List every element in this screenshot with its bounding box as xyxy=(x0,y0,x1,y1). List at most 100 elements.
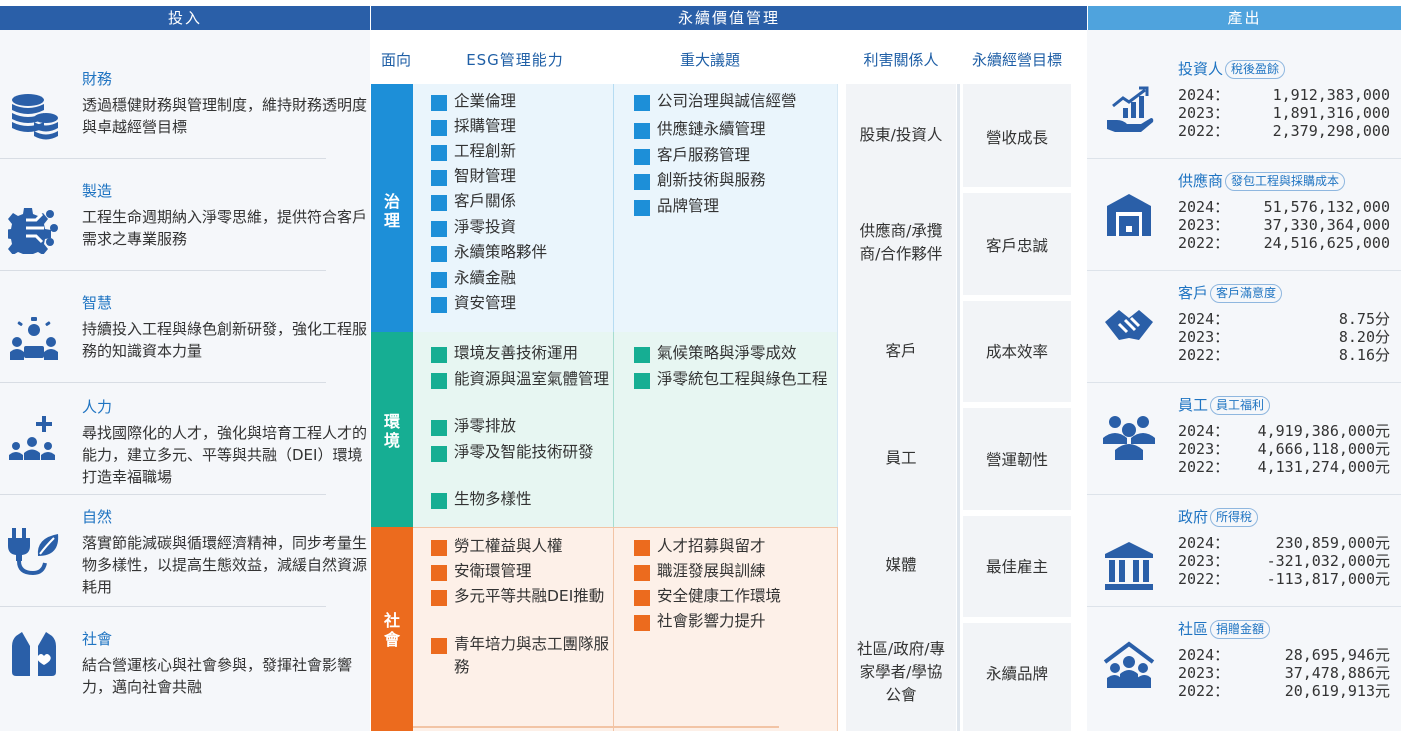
goal-cost-efficiency: 成本效率 xyxy=(985,343,1048,361)
output-title: 員工員工福利 xyxy=(1178,394,1271,415)
output-row: 2024：4,919,386,000元 xyxy=(1178,422,1390,440)
material-issue-item: 創新技術與服務 xyxy=(634,169,834,192)
divider xyxy=(963,510,1071,516)
category-governance: 治理 xyxy=(371,84,413,332)
esg-item: 智財管理 xyxy=(431,165,611,188)
output-row: 2022：2,379,298,000 xyxy=(1178,122,1390,140)
output-row: 2023：8.20分 xyxy=(1178,328,1390,346)
input-title: 財務 xyxy=(82,70,113,88)
output-rows: 2024：28,695,946元 2023：37,478,886元 2022：2… xyxy=(1178,646,1390,700)
value: 37,478,886元 xyxy=(1284,664,1390,682)
output-title: 客戶客戶滿意度 xyxy=(1178,282,1283,303)
value: 230,859,000元 xyxy=(1275,534,1390,552)
input-desc: 透過穩健財務與管理制度，維持財務透明度與卓越經營目標 xyxy=(82,96,368,136)
year-label: 2022： xyxy=(1178,234,1230,252)
item-text: 永續策略夥伴 xyxy=(454,243,548,261)
divider xyxy=(1087,494,1401,495)
input-column xyxy=(0,30,370,731)
input-item-human: 人力 尋找國際化的人才，強化與培育工程人才的能力，建立多元、平等與共融（DEI）… xyxy=(0,390,370,502)
col-head-aspect: 面向 xyxy=(380,51,411,69)
item-text: 職涯發展與訓練 xyxy=(657,562,766,580)
item-text: 安衛環管理 xyxy=(454,562,532,580)
col-head-stakeholders: 利害關係人 xyxy=(863,51,939,69)
bullet-square-icon xyxy=(431,145,447,161)
plug-leaf-icon xyxy=(8,528,59,576)
bullet-square-icon xyxy=(431,95,447,111)
year-label: 2023： xyxy=(1178,552,1230,570)
output-rows: 2024：4,919,386,000元 2023：4,666,118,000元 … xyxy=(1178,422,1390,476)
goal-sustainable-brand: 永續品牌 xyxy=(985,665,1048,683)
output-rows: 2024：230,859,000元 2023：-321,032,000元 202… xyxy=(1178,534,1390,588)
value: 2,379,298,000 xyxy=(1272,122,1390,140)
output-title-text: 供應商 xyxy=(1178,172,1224,190)
esg-item: 永續策略夥伴 xyxy=(431,241,611,264)
output-header: 產出 xyxy=(1088,6,1401,30)
year-label: 2024： xyxy=(1178,198,1230,216)
category-label: 環境 xyxy=(371,412,413,450)
item-text: 能資源與溫室氣體管理 xyxy=(454,370,610,388)
value: 4,666,118,000元 xyxy=(1257,440,1390,458)
value: 37,330,364,000 xyxy=(1263,216,1390,234)
stakeholder-suppliers: 供應商/承攬商/合作夥伴 xyxy=(859,222,943,263)
divider xyxy=(957,84,960,731)
output-title: 社區捐贈金額 xyxy=(1178,618,1271,639)
item-text: 多元平等共融DEI推動 xyxy=(454,587,605,605)
bullet-square-icon xyxy=(634,615,650,631)
output-badge: 員工福利 xyxy=(1210,396,1271,415)
output-item-investors: 投資人稅後盈餘 2024：1,912,383,000 2023：1,891,31… xyxy=(1087,54,1401,166)
material-issue-item: 供應鏈永續管理 xyxy=(634,118,834,141)
output-title-text: 投資人 xyxy=(1178,60,1224,78)
year-label: 2024： xyxy=(1178,534,1230,552)
bullet-square-icon xyxy=(431,446,447,462)
output-item-customers: 客戶客戶滿意度 2024：8.75分 2023：8.20分 2022：8.16分 xyxy=(1087,278,1401,390)
value: 4,919,386,000元 xyxy=(1257,422,1390,440)
bullet-square-icon xyxy=(634,373,650,389)
esg-item: 採購管理 xyxy=(431,115,611,138)
stakeholder-media: 媒體 xyxy=(885,556,917,574)
output-row: 2022：-113,817,000元 xyxy=(1178,570,1390,588)
bullet-square-icon xyxy=(431,221,447,237)
goal-revenue-growth: 營收成長 xyxy=(985,129,1048,147)
output-title-text: 政府 xyxy=(1178,508,1209,526)
year-label: 2023： xyxy=(1178,104,1230,122)
item-text: 品牌管理 xyxy=(657,197,720,215)
bullet-square-icon xyxy=(634,174,650,190)
year-label: 2022： xyxy=(1178,346,1230,364)
value: 24,516,625,000 xyxy=(1263,234,1390,252)
year-label: 2022： xyxy=(1178,570,1230,588)
bullet-square-icon xyxy=(431,195,447,211)
item-text: 永續金融 xyxy=(454,269,517,287)
item-text: 智財管理 xyxy=(454,167,517,185)
item-text: 氣候策略與淨零成效 xyxy=(657,344,797,362)
divider xyxy=(963,187,1071,193)
esg-item: 淨零排放 xyxy=(431,415,611,438)
bullet-square-icon xyxy=(634,565,650,581)
divider xyxy=(963,295,1071,301)
output-row: 2024： 230,859,000元 xyxy=(1178,534,1390,552)
bullet-square-icon xyxy=(634,95,650,111)
category-label: 治理 xyxy=(371,192,413,230)
category-name: 治理 xyxy=(383,192,400,230)
col-head-goals: 永續經營目標 xyxy=(971,51,1062,69)
output-row: 2024：8.75分 xyxy=(1178,310,1390,328)
divider xyxy=(1087,606,1401,607)
divider xyxy=(1087,382,1401,383)
bullet-square-icon xyxy=(431,638,447,654)
bullet-square-icon xyxy=(431,493,447,509)
esg-item: 淨零及智能技術研發 xyxy=(431,441,611,464)
input-title: 製造 xyxy=(82,182,113,200)
input-item-manufacturing: 製造 工程生命週期納入淨零思維，提供符合客戶需求之專業服務 xyxy=(0,174,370,286)
material-issue-item: 公司治理與誠信經營 xyxy=(634,90,834,113)
item-text: 勞工權益與人權 xyxy=(454,537,563,555)
item-text: 青年培力與志工團隊服務 xyxy=(454,635,610,676)
value: 20,619,913元 xyxy=(1284,682,1390,700)
year-label: 2023： xyxy=(1178,328,1230,346)
vest-heart-icon xyxy=(12,632,56,676)
middle-header: 永續價值管理 xyxy=(371,6,1087,30)
value: 51,576,132,000 xyxy=(1263,198,1390,216)
bullet-square-icon xyxy=(431,540,447,556)
input-desc: 落實節能減碳與循環經濟精神，同步考量生物多樣性，以提高生態效益，減緩自然資源耗用 xyxy=(82,534,368,596)
bullet-square-icon xyxy=(431,272,447,288)
team-icon xyxy=(1103,416,1155,460)
divider xyxy=(0,606,326,607)
